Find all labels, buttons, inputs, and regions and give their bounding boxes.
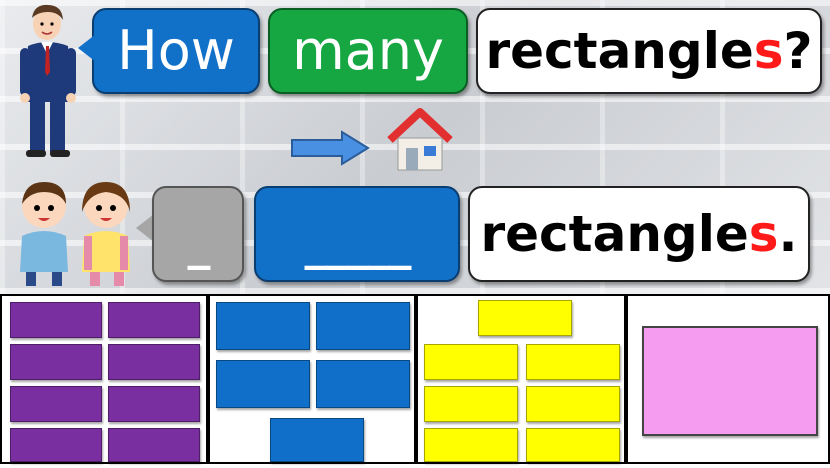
teacher-icon bbox=[20, 4, 76, 157]
rectangle bbox=[108, 344, 200, 380]
rectangle bbox=[316, 302, 410, 350]
rectangle bbox=[216, 360, 310, 408]
speech-tail bbox=[78, 34, 96, 62]
panel-blue-rectangles bbox=[208, 294, 416, 464]
rectangle bbox=[10, 428, 102, 462]
rectangle bbox=[108, 302, 200, 338]
blank-short: _ bbox=[187, 216, 211, 270]
students-icon bbox=[20, 182, 130, 286]
rectangle bbox=[424, 428, 518, 462]
rectangle bbox=[526, 428, 620, 462]
rectangle bbox=[316, 360, 410, 408]
rectangle bbox=[10, 344, 102, 380]
word-rectangles-question-box: rectangles? bbox=[476, 8, 822, 94]
rectangle bbox=[216, 302, 310, 350]
rectangle bbox=[424, 344, 518, 380]
word-many-box: many bbox=[268, 8, 468, 94]
rectangle bbox=[10, 386, 102, 422]
rectangle bbox=[108, 428, 200, 462]
rectangle bbox=[478, 300, 572, 336]
rectangle bbox=[526, 344, 620, 380]
blank-long: _____ bbox=[304, 216, 412, 270]
panel-purple-rectangles bbox=[0, 294, 208, 464]
panel-yellow-rectangles bbox=[416, 294, 626, 464]
rectangle bbox=[526, 386, 620, 422]
rectangle bbox=[10, 302, 102, 338]
word-how-box: How bbox=[92, 8, 260, 94]
word-rectangles-answer: rectangles. bbox=[480, 205, 798, 263]
blank-short-box[interactable]: _ bbox=[152, 186, 244, 282]
speech-tail-answer bbox=[136, 214, 154, 242]
arrow-right-icon bbox=[291, 130, 370, 166]
rectangle bbox=[108, 386, 200, 422]
panel-pink-rectangle bbox=[626, 294, 830, 464]
house-icon bbox=[387, 108, 453, 171]
word-many: many bbox=[292, 19, 444, 82]
rectangle bbox=[642, 326, 818, 436]
word-rectangles-question: rectangles? bbox=[485, 22, 813, 80]
blank-long-box[interactable]: _____ bbox=[254, 186, 460, 282]
rectangle bbox=[270, 418, 364, 462]
word-rectangles-answer-box: rectangles. bbox=[468, 186, 810, 282]
word-how: How bbox=[117, 19, 235, 82]
rectangle bbox=[424, 386, 518, 422]
